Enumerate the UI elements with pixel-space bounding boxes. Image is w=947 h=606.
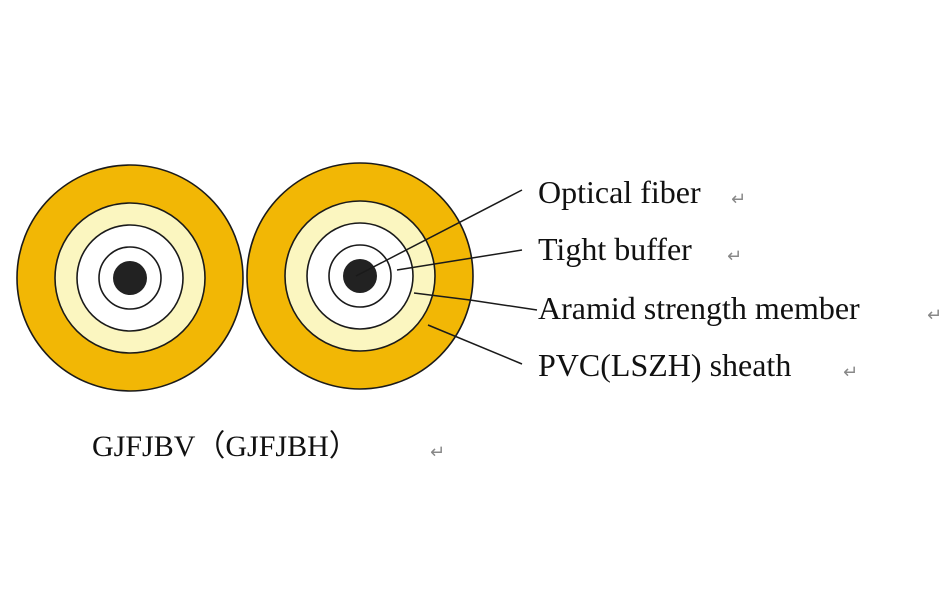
left-cable-cross-section: [16, 164, 244, 392]
paragraph-mark-icon: ↵: [430, 442, 445, 463]
right-cable-cross-section: [246, 162, 474, 390]
right-optical-fiber: [343, 259, 377, 293]
leader-aramid: [413, 292, 538, 311]
label-optical-fiber: Optical fiber: [538, 174, 701, 210]
label-aramid-strength-member: Aramid strength member: [538, 290, 860, 326]
leader-optical-fiber: [355, 189, 523, 277]
paragraph-mark-icon: ↵: [843, 362, 858, 383]
label-tight-buffer: Tight buffer: [538, 231, 692, 267]
paragraph-mark-icon: ↵: [727, 246, 742, 267]
paragraph-mark-icon: ↵: [927, 305, 942, 326]
leader-tight-buffer: [396, 249, 523, 271]
left-optical-fiber: [113, 261, 147, 295]
label-pvc-sheath: PVC(LSZH) sheath: [538, 347, 791, 383]
paragraph-mark-icon: ↵: [731, 189, 746, 210]
leader-sheath: [427, 324, 523, 365]
diagram-caption: GJFJBV（GJFJBH）: [92, 430, 359, 463]
